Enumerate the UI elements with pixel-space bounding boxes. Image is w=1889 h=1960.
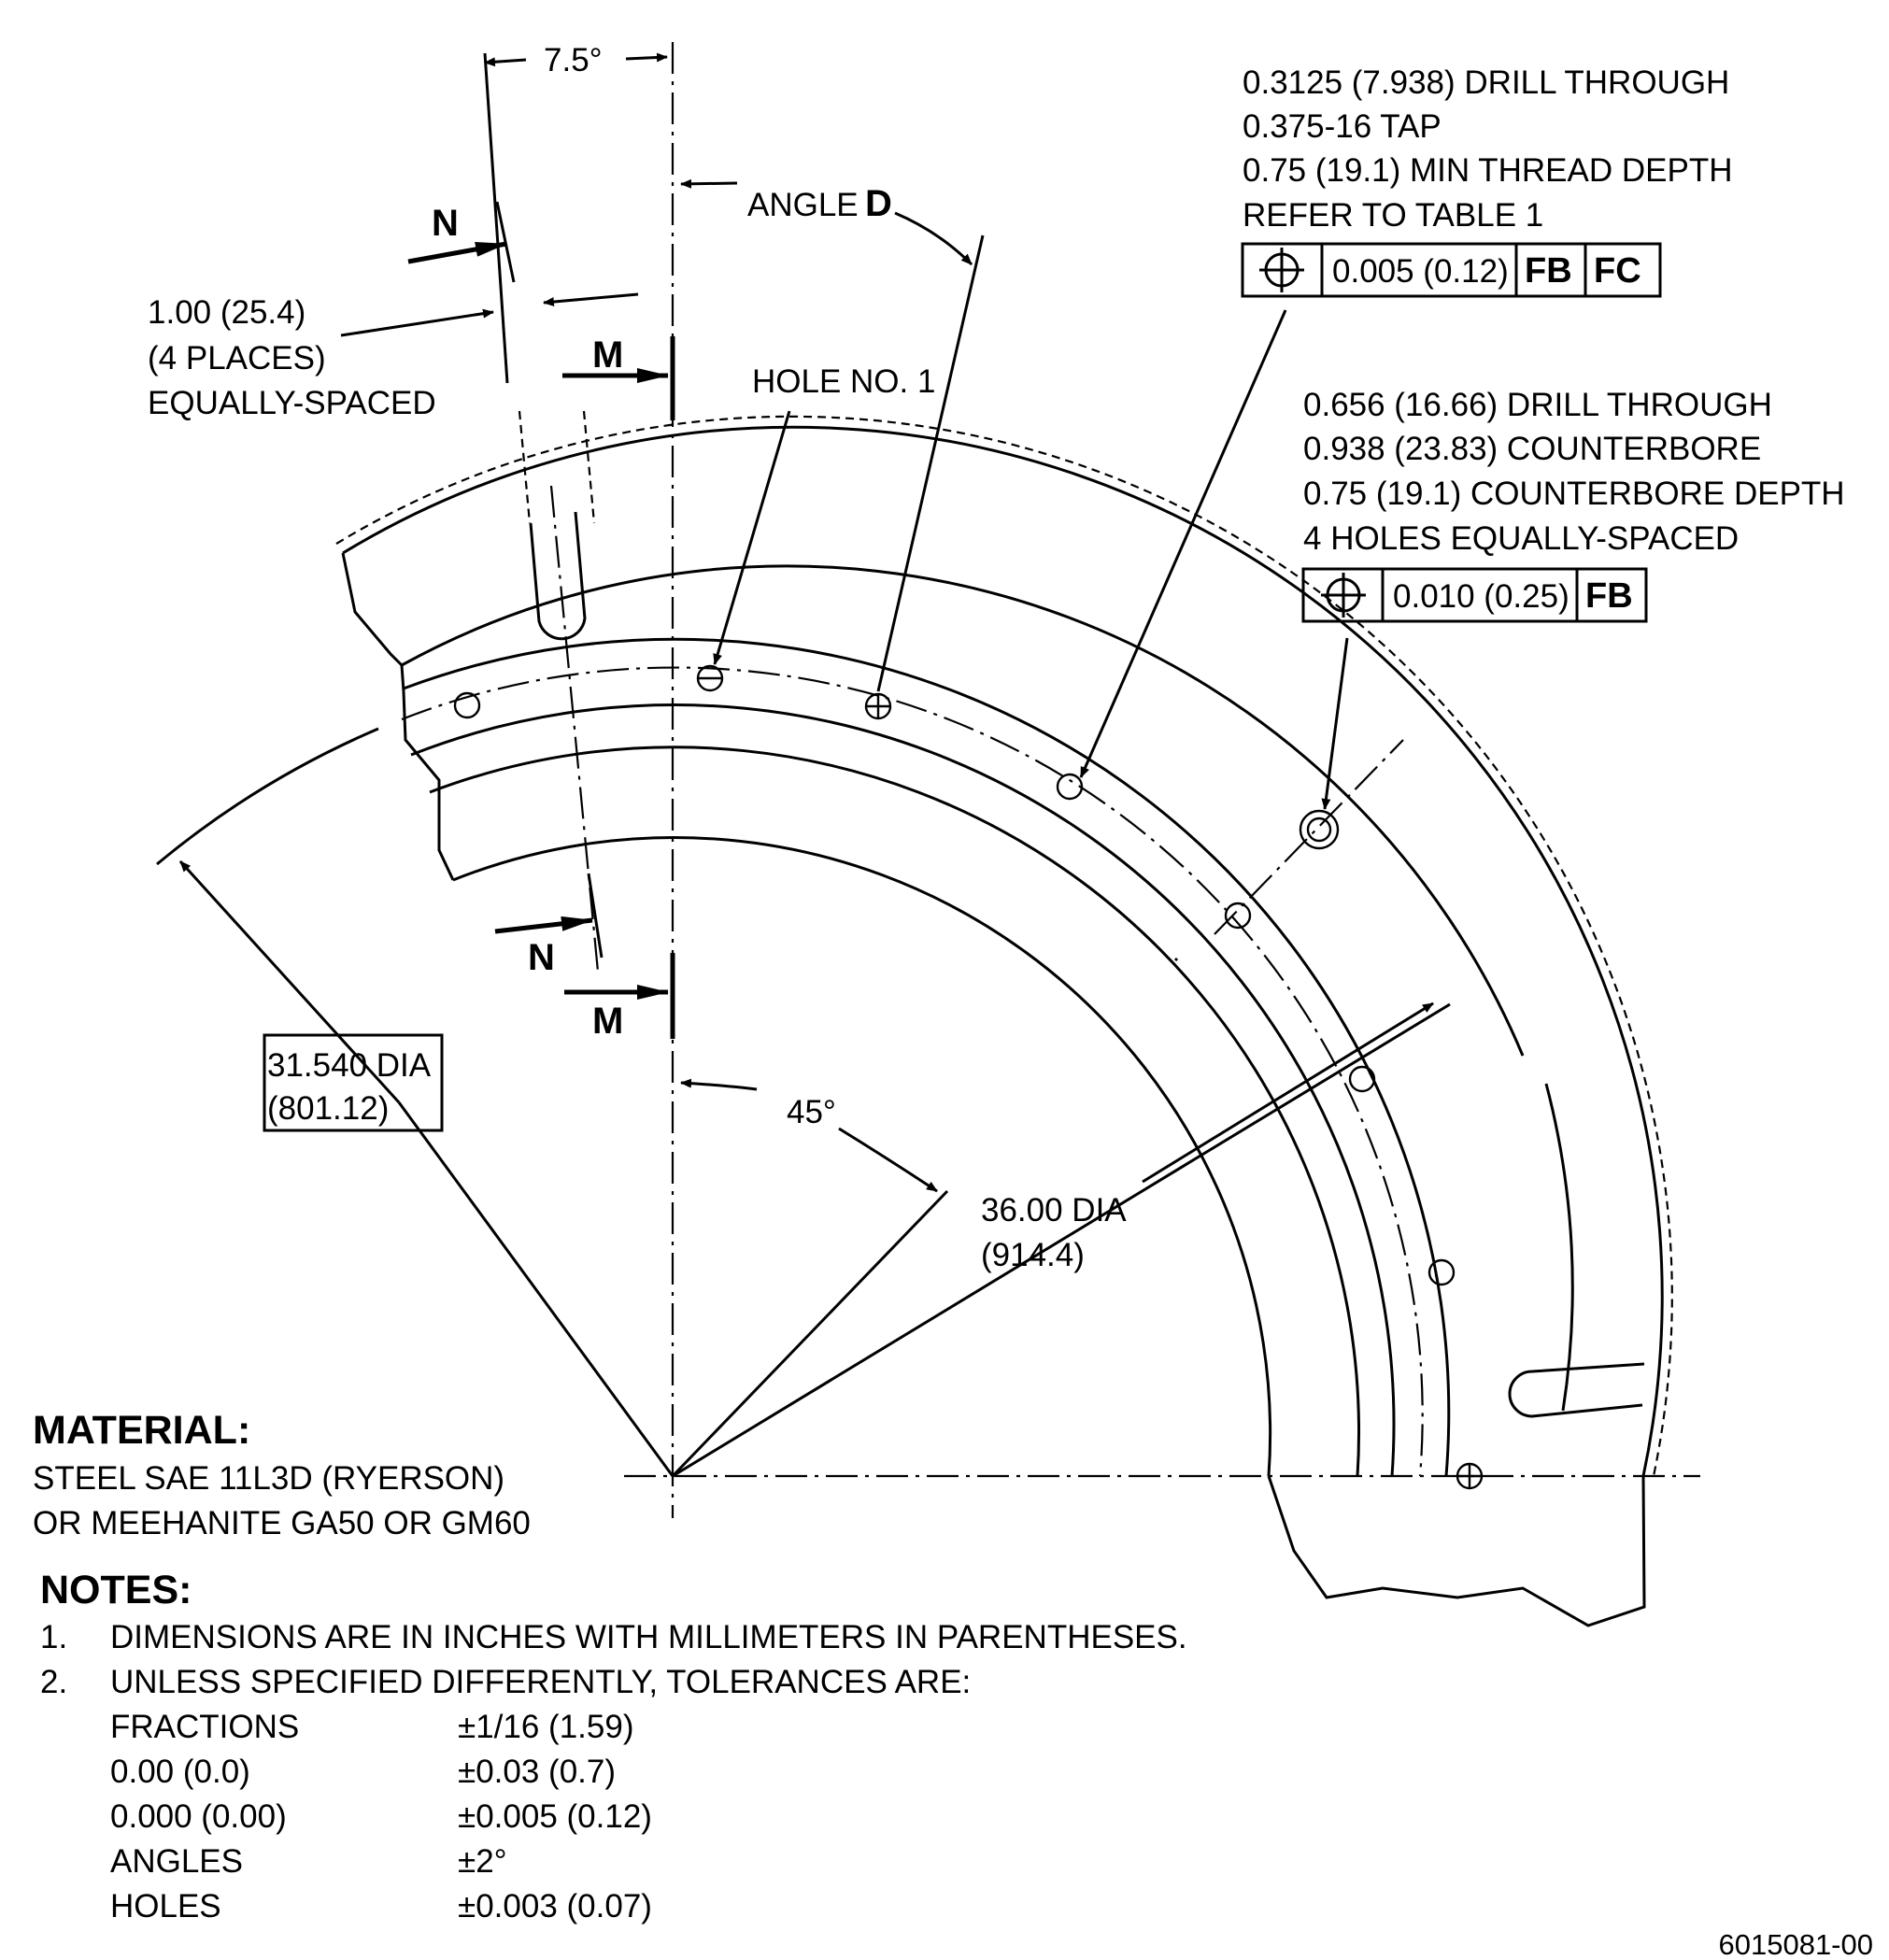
- leaders: [340, 292, 1349, 810]
- note-2-number: 2.: [40, 1664, 67, 1700]
- fcf-tapped-datum-2: FC: [1594, 251, 1641, 291]
- tolerance-label: FRACTIONS: [110, 1709, 299, 1745]
- bolt-hole: [453, 691, 481, 719]
- dim-bolt-dia-line-1: 36.00 DIA: [981, 1192, 1127, 1229]
- fcf-tapped-datum-1: FB: [1525, 251, 1572, 291]
- fcf-counterbored-datum-1: FB: [1585, 576, 1633, 616]
- fcf-counterbored-tolerance: 0.010 (0.25): [1393, 578, 1569, 615]
- drawing-number: 6015081-00: [1719, 1928, 1874, 1960]
- fcf-tapped: 0.005 (0.12) FB FC: [1241, 242, 1662, 298]
- section-n-top: N: [432, 203, 459, 244]
- section-markers: [407, 201, 675, 1039]
- note-1-text: DIMENSIONS ARE IN INCHES WITH MILLIMETER…: [110, 1619, 1187, 1655]
- outer-edge: [342, 425, 1664, 1477]
- counterbore-hole-outer: [1299, 809, 1340, 850]
- flange-step-outer: [401, 564, 1525, 1057]
- callout-tapped-line-1: 0.3125 (7.938) DRILL THROUGH: [1243, 64, 1729, 101]
- flange-inner-3: [429, 746, 1361, 1477]
- outer-chamfer-edge: [335, 415, 1673, 1477]
- counterbore-hole-inner: [1306, 817, 1332, 843]
- notes-heading: NOTES:: [40, 1568, 192, 1612]
- flange-inner-2: [410, 703, 1396, 1477]
- dim-bolt-dia-line-2: (914.4): [981, 1237, 1085, 1273]
- section-m-bottom: M: [592, 1001, 623, 1042]
- flange-inner-1: [403, 637, 1451, 1477]
- fcf-counterbored: 0.010 (0.25) FB: [1301, 567, 1648, 623]
- bolt-hole: [1056, 773, 1084, 801]
- tolerance-value: ±0.003 (0.07): [458, 1888, 652, 1924]
- callout-counterbore-line-2: 0.938 (23.83) COUNTERBORE: [1303, 431, 1761, 467]
- tolerance-label: HOLES: [110, 1888, 221, 1924]
- bolt-circle: [401, 666, 1424, 1477]
- bore-edge: [452, 836, 1272, 1477]
- slot-callout-line-2: (4 PLACES): [148, 340, 326, 376]
- note-1-number: 1.: [40, 1619, 67, 1655]
- material-heading: MATERIAL:: [33, 1408, 250, 1453]
- slot-callout-line-1: 1.00 (25.4): [148, 294, 305, 331]
- tolerance-value: ±2°: [458, 1843, 507, 1880]
- section-m-top: M: [592, 334, 623, 376]
- section-n-bottom: N: [528, 937, 555, 978]
- hole-no-1-label: HOLE NO. 1: [752, 363, 935, 400]
- callout-counterbore-line-1: 0.656 (16.66) DRILL THROUGH: [1303, 387, 1772, 423]
- bolt-holes: [453, 664, 1484, 1490]
- bolt-hole: [1224, 902, 1252, 930]
- note-2-text: UNLESS SPECIFIED DIFFERENTLY, TOLERANCES…: [110, 1664, 971, 1700]
- dim-inner-dia-line-1: 31.540 DIA: [267, 1047, 432, 1084]
- tolerance-value: ±0.03 (0.7): [458, 1754, 616, 1790]
- slot-right: [1508, 1362, 1645, 1418]
- material-line-1: STEEL SAE 11L3D (RYERSON): [33, 1460, 504, 1497]
- tolerance-label: 0.000 (0.00): [110, 1798, 287, 1835]
- callout-tapped-line-4: REFER TO TABLE 1: [1243, 197, 1543, 234]
- angle-45-label: 45°: [787, 1094, 836, 1130]
- dim-inner-dia-line-2: (801.12): [267, 1090, 389, 1127]
- callout-counterbore-line-4: 4 HOLES EQUALLY-SPACED: [1303, 520, 1739, 557]
- dimension-lines: [156, 52, 1451, 1478]
- callout-counterbore-line-3: 0.75 (19.1) COUNTERBORE DEPTH: [1303, 476, 1845, 512]
- bolt-hole: [1427, 1258, 1456, 1286]
- break-line-left: [341, 552, 455, 881]
- angle-d-letter: D: [865, 183, 892, 224]
- material-line-2: OR MEEHANITE GA50 OR GM60: [33, 1505, 531, 1541]
- angle-7-5-label: 7.5°: [544, 42, 603, 78]
- tolerance-label: ANGLES: [110, 1843, 243, 1880]
- labels: 0.3125 (7.938) DRILL THROUGH 0.375-16 TA…: [33, 42, 1873, 1960]
- flange-step-outer-2: [1544, 1083, 1574, 1412]
- callout-tapped-line-2: 0.375-16 TAP: [1243, 108, 1442, 145]
- slot-top: [518, 410, 596, 641]
- tolerance-label: 0.00 (0.0): [110, 1754, 250, 1790]
- bolt-hole: [1348, 1065, 1376, 1093]
- tolerance-value: ±1/16 (1.59): [458, 1709, 633, 1745]
- callout-tapped-line-3: 0.75 (19.1) MIN THREAD DEPTH: [1243, 152, 1733, 189]
- fcf-tapped-tolerance: 0.005 (0.12): [1332, 253, 1509, 290]
- slot-callout-line-3: EQUALLY-SPACED: [148, 385, 436, 421]
- ring-segment: [335, 415, 1673, 1627]
- angle-d-word: ANGLE: [747, 187, 859, 223]
- dim-box-inner-diameter: [263, 1033, 444, 1132]
- tolerance-value: ±0.005 (0.12): [458, 1798, 652, 1835]
- break-line-bottom: [1267, 1475, 1646, 1627]
